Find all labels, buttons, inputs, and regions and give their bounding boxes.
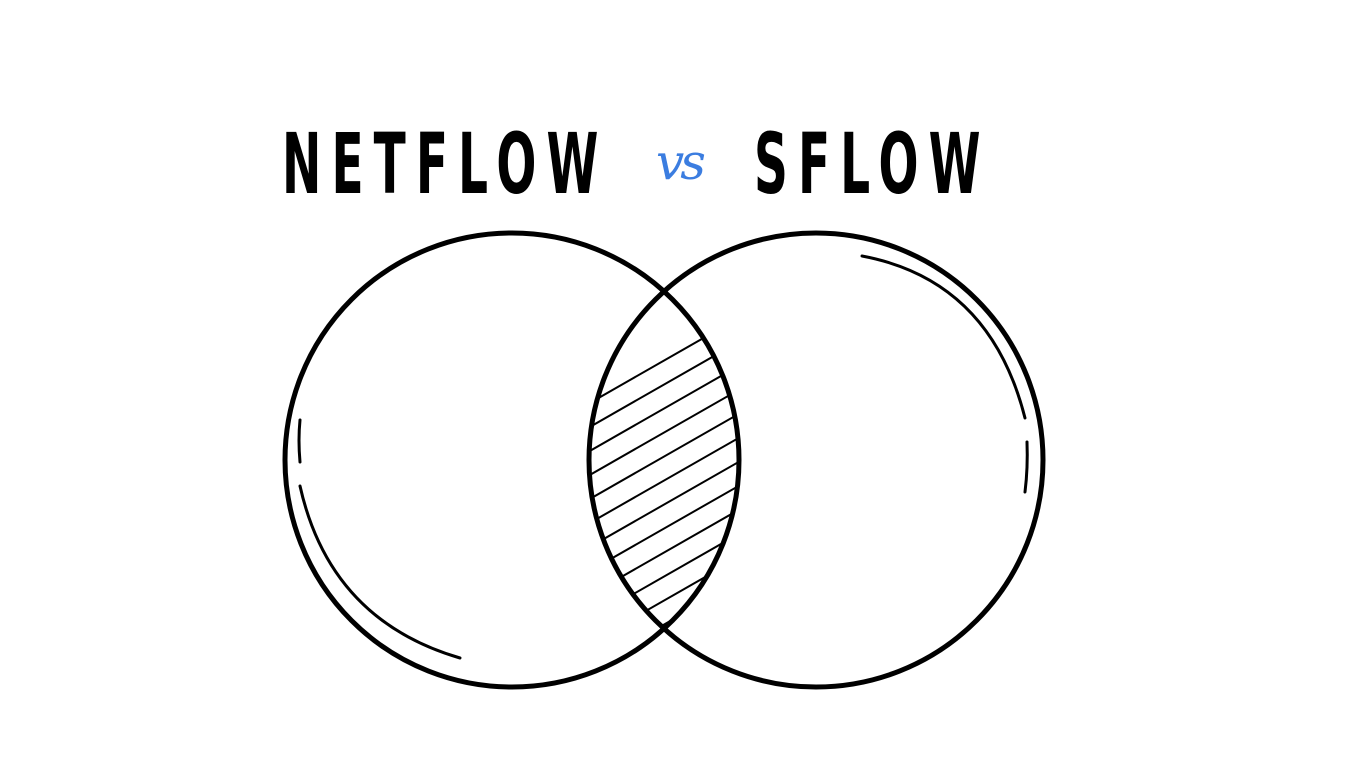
hatch-line — [589, 299, 739, 421]
hatch-line — [589, 659, 739, 687]
hatch-line — [589, 515, 739, 637]
title-netflow: NETFLOW — [282, 115, 609, 213]
hatch-line — [589, 491, 739, 613]
venn-circle-left — [282, 230, 742, 690]
hatch-line — [589, 587, 739, 687]
intersection-hatch — [589, 299, 739, 687]
right-highlight-side — [1023, 440, 1029, 494]
hatch-line — [589, 563, 739, 685]
title-vs: vs — [656, 133, 706, 191]
hatch-line — [589, 539, 739, 661]
left-highlight-bottom — [298, 484, 462, 660]
hatch-line — [589, 635, 739, 687]
venn-circle-right — [586, 230, 1046, 690]
left-highlight-top — [297, 418, 302, 464]
right-highlight-top — [860, 254, 1027, 420]
title-sflow: SFLOW — [754, 115, 991, 213]
